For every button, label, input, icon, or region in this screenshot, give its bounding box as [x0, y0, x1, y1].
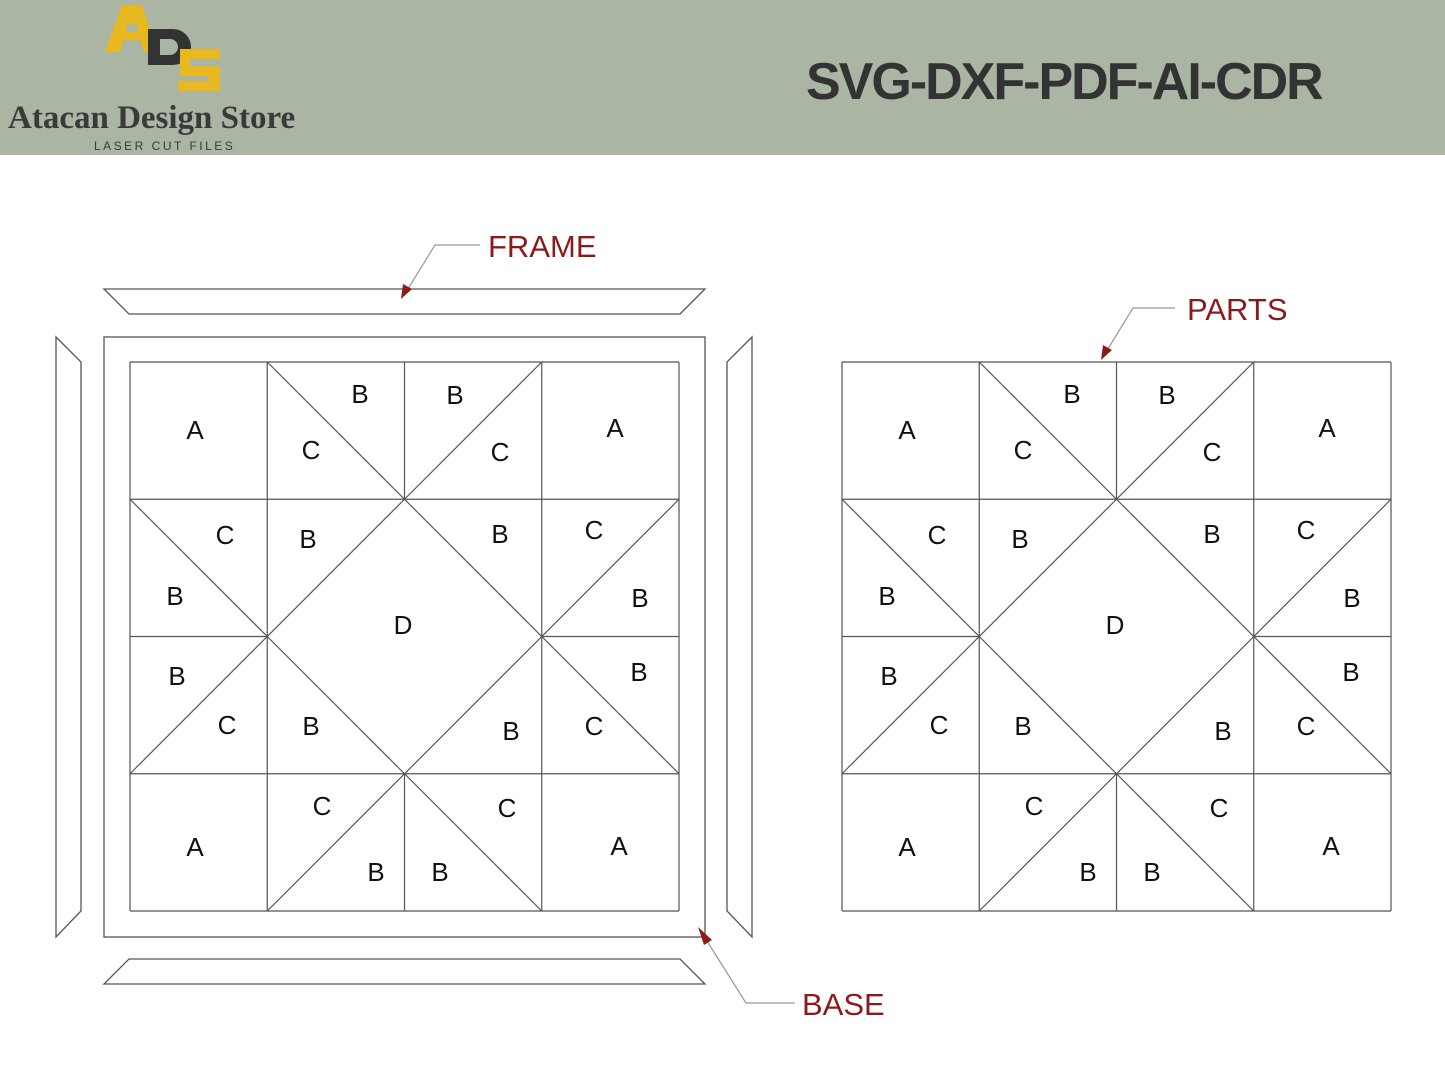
- cut-line: [1116, 361, 1255, 500]
- frame-bottom: [102, 958, 707, 985]
- piece-label-b: B: [1079, 857, 1096, 887]
- piece-label-b: B: [1011, 524, 1028, 554]
- cut-line: [404, 361, 543, 500]
- piece-label-c: C: [1210, 793, 1229, 823]
- piece-label-b: B: [491, 519, 508, 549]
- piece-label-a: A: [898, 415, 916, 445]
- piece-label-b: B: [631, 583, 648, 613]
- piece-label-b: B: [367, 857, 384, 887]
- piece-label-b: B: [1342, 657, 1359, 687]
- cut-line: [1116, 498, 1255, 637]
- piece-label-a: A: [1322, 831, 1340, 861]
- file-formats: SVG-DXF-PDF-AI-CDR: [806, 53, 1324, 111]
- piece-label-b: B: [302, 711, 319, 741]
- piece-label-b: B: [299, 524, 316, 554]
- cut-line: [978, 773, 1117, 912]
- piece-label-b: B: [446, 380, 463, 410]
- cut-line: [129, 636, 268, 775]
- cut-line: [129, 498, 268, 637]
- piece-label-c: C: [1014, 435, 1033, 465]
- piece-label-c: C: [1025, 791, 1044, 821]
- cut-line: [841, 636, 980, 775]
- base-callout: BASE: [698, 927, 885, 1022]
- cut-line: [266, 636, 405, 775]
- cut-line: [266, 361, 405, 500]
- piece-label-b: B: [351, 379, 368, 409]
- cut-line: [541, 636, 680, 775]
- cut-line: [404, 498, 543, 637]
- brand-name: Atacan Design Store: [8, 100, 296, 136]
- parts-label: PARTS: [1187, 292, 1288, 327]
- piece-label-b: B: [166, 581, 183, 611]
- piece-label-c: C: [585, 515, 604, 545]
- piece-label-a: A: [610, 831, 628, 861]
- cut-line: [1116, 773, 1255, 912]
- piece-label-b: B: [1158, 380, 1175, 410]
- piece-label-b: B: [878, 581, 895, 611]
- piece-label-c: C: [1297, 711, 1316, 741]
- cut-line: [266, 773, 405, 912]
- cut-line: [266, 498, 405, 637]
- cut-line: [1253, 636, 1392, 775]
- frame-callout: FRAME: [401, 229, 597, 299]
- piece-label-a: A: [606, 413, 624, 443]
- arrow-icon: [698, 927, 712, 945]
- header-banner: Atacan Design Store LASER CUT FILES SVG-…: [0, 0, 1445, 155]
- piece-label-c: C: [216, 520, 235, 550]
- cut-line: [404, 773, 543, 912]
- cut-line: [1253, 498, 1392, 637]
- ads-logo: [105, 5, 220, 91]
- frame-left: [55, 335, 82, 939]
- piece-label-d: D: [394, 610, 413, 640]
- piece-label-c: C: [928, 520, 947, 550]
- frame-top: [102, 288, 707, 315]
- arrow-icon: [401, 284, 412, 299]
- piece-label-b: B: [502, 716, 519, 746]
- piece-label-c: C: [491, 437, 510, 467]
- cut-line: [1116, 636, 1255, 775]
- piece-label-a: A: [1318, 413, 1336, 443]
- piece-label-b: B: [630, 657, 647, 687]
- parts-callout: PARTS: [1101, 292, 1288, 360]
- piece-label-a: A: [898, 832, 916, 862]
- tagline: LASER CUT FILES: [94, 139, 236, 153]
- cut-line: [541, 498, 680, 637]
- piece-label-b: B: [1203, 519, 1220, 549]
- cut-line: [978, 498, 1117, 637]
- piece-label-b: B: [431, 857, 448, 887]
- piece-label-c: C: [218, 710, 237, 740]
- cut-line: [978, 636, 1117, 775]
- piece-label-c: C: [585, 711, 604, 741]
- piece-label-c: C: [1297, 515, 1316, 545]
- piece-label-c: C: [930, 710, 949, 740]
- piece-label-b: B: [1143, 857, 1160, 887]
- frame-right: [726, 335, 753, 939]
- piece-label-b: B: [1214, 716, 1231, 746]
- piece-label-c: C: [498, 793, 517, 823]
- piece-label-c: C: [313, 791, 332, 821]
- piece-label-b: B: [1063, 379, 1080, 409]
- arrow-icon: [1101, 345, 1112, 360]
- piece-label-b: B: [1343, 583, 1360, 613]
- piece-label-b: B: [1014, 711, 1031, 741]
- base-label: BASE: [802, 987, 885, 1022]
- cut-line: [404, 636, 543, 775]
- piece-label-c: C: [302, 435, 321, 465]
- piece-label-b: B: [880, 661, 897, 691]
- piece-label-a: A: [186, 832, 204, 862]
- piece-label-c: C: [1203, 437, 1222, 467]
- frame-pieces: [55, 288, 753, 985]
- cut-line: [841, 498, 980, 637]
- piece-label-b: B: [168, 661, 185, 691]
- frame-label: FRAME: [488, 229, 597, 264]
- cut-line: [978, 361, 1117, 500]
- piece-label-d: D: [1106, 610, 1125, 640]
- piece-label-a: A: [186, 415, 204, 445]
- base-plate: [103, 336, 706, 938]
